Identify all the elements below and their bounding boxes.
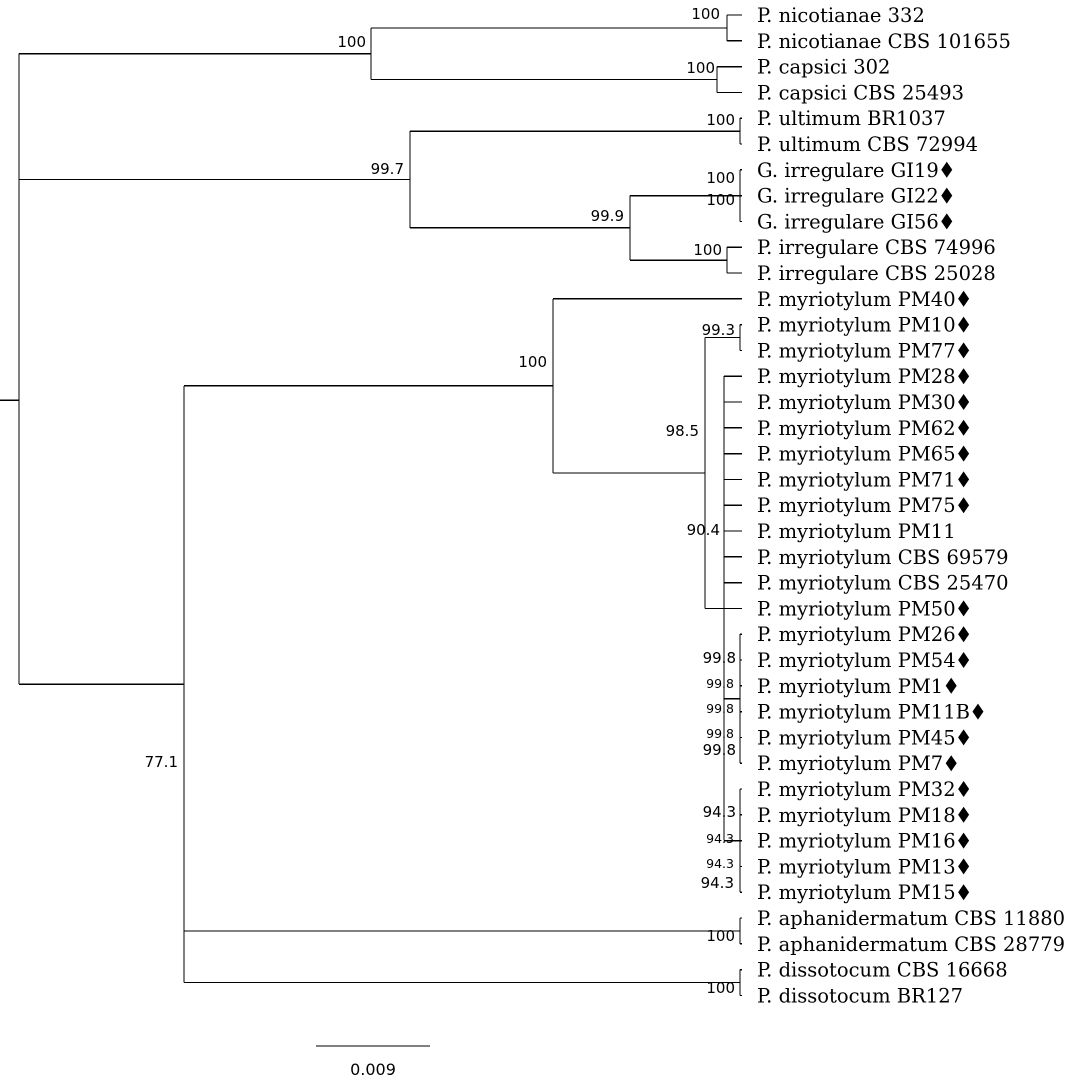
taxon-label: P. myriotylum PM10 xyxy=(757,314,956,337)
taxon-label: P. myriotylum PM75 xyxy=(757,494,956,517)
taxon-label: P. myriotylum PM18 xyxy=(757,804,956,827)
support-value: 99.8 xyxy=(703,649,736,667)
diamond-marker-icon xyxy=(958,316,970,333)
diamond-marker-icon xyxy=(945,755,957,772)
support-value: 100 xyxy=(706,979,735,997)
taxon-label: P. dissotocum BR127 xyxy=(757,984,963,1007)
taxon-label: P. myriotylum PM54 xyxy=(757,649,956,672)
taxon-label: P. myriotylum PM40 xyxy=(757,288,956,311)
taxon-label: P. myriotylum CBS 25470 xyxy=(757,572,1009,595)
taxon-label: P. myriotylum PM32 xyxy=(757,778,956,801)
diamond-marker-icon xyxy=(958,419,970,436)
support-value: 100 xyxy=(686,59,715,77)
taxon-label: P. myriotylum PM11 xyxy=(757,520,956,543)
diamond-marker-icon xyxy=(958,832,970,849)
support-value: 99.8 xyxy=(706,726,734,741)
taxon-label: G. irregulare GI22 xyxy=(757,185,939,208)
diamond-marker-icon xyxy=(958,806,970,823)
support-value: 94.3 xyxy=(706,856,734,871)
support-value: 100 xyxy=(693,241,722,259)
diamond-marker-icon xyxy=(958,471,970,488)
diamond-marker-icon xyxy=(958,368,970,385)
diamond-marker-icon xyxy=(958,497,970,514)
taxon-labels: P. nicotianae 332 P. nicotianae CBS 10165… xyxy=(757,4,1065,1007)
support-value: 100 xyxy=(518,353,547,371)
support-value: 94.3 xyxy=(706,831,734,846)
taxon-label: P. myriotylum PM1 xyxy=(757,675,943,698)
taxon-label: P. myriotylum PM7 xyxy=(757,752,943,775)
diamond-marker-icon xyxy=(941,161,953,178)
taxon-label: P. myriotylum PM45 xyxy=(757,726,956,749)
taxon-label: P. aphanidermatum CBS 28779 xyxy=(757,933,1065,956)
taxon-label: P. myriotylum CBS 69579 xyxy=(757,546,1009,569)
taxon-label: P. dissotocum CBS 16668 xyxy=(757,959,1008,982)
taxon-label: P. nicotianae 332 xyxy=(757,4,925,27)
taxon-label: P. myriotylum PM71 xyxy=(757,468,956,491)
support-value: 99.8 xyxy=(706,701,734,716)
diamond-marker-icon xyxy=(972,703,984,720)
support-value: 100 xyxy=(706,927,735,945)
support-value: 90.4 xyxy=(687,521,720,539)
diamond-marker-icon xyxy=(958,626,970,643)
diamond-marker-icon xyxy=(958,600,970,617)
support-value: 99.7 xyxy=(371,160,404,178)
support-value: 100 xyxy=(691,5,720,23)
diamond-marker-icon xyxy=(958,394,970,410)
taxon-label: P. ultimum CBS 72994 xyxy=(757,133,978,156)
taxon-label: P. myriotylum PM28 xyxy=(757,365,956,388)
support-value: 77.1 xyxy=(145,753,178,771)
diamond-marker-icon xyxy=(958,445,970,462)
taxon-label: P. myriotylum PM30 xyxy=(757,391,956,414)
diamond-marker-icon xyxy=(958,729,970,746)
taxon-label: P. myriotylum PM65 xyxy=(757,443,956,466)
taxon-label: P. myriotylum PM62 xyxy=(757,417,956,440)
diamond-marker-icon xyxy=(941,213,953,230)
taxon-label: P. myriotylum PM13 xyxy=(757,855,956,878)
diamond-marker-icon xyxy=(958,781,970,797)
diamond-marker-icon xyxy=(958,884,970,901)
support-value: 99.9 xyxy=(591,207,624,225)
support-value: 100 xyxy=(706,169,735,187)
support-value: 99.8 xyxy=(703,741,736,759)
taxon-label: P. aphanidermatum CBS 11880 xyxy=(757,907,1065,930)
bootstrap-support-values: 100 100 100 99.7 100 99.9 100 100 100 100 99.3 98.5… xyxy=(145,5,736,997)
diamond-marker-icon xyxy=(958,290,970,307)
support-value: 99.8 xyxy=(706,676,734,691)
tree-branches xyxy=(0,14,742,997)
taxon-label: P. myriotylum PM77 xyxy=(757,339,956,362)
taxon-label: P. irregulare CBS 74996 xyxy=(757,236,996,259)
taxon-label: P. myriotylum PM15 xyxy=(757,881,956,904)
support-value: 94.3 xyxy=(703,803,736,821)
scale-bar-label: 0.009 xyxy=(350,1060,396,1079)
diamond-marker-icon xyxy=(958,858,970,875)
support-value: 99.3 xyxy=(702,321,735,339)
taxon-label: P. capsici 302 xyxy=(757,56,890,79)
support-value: 94.3 xyxy=(701,874,734,892)
diamond-marker-icon xyxy=(958,342,970,359)
diamond-marker-icon xyxy=(941,187,953,204)
taxon-label: P. myriotylum PM26 xyxy=(757,623,956,646)
diamond-marker-icon xyxy=(945,677,957,694)
taxon-label: P. nicotianae CBS 101655 xyxy=(757,30,1011,53)
taxon-label: P. myriotylum PM50 xyxy=(757,597,956,620)
taxon-label: G. irregulare GI19 xyxy=(757,159,939,182)
diamond-marker-icon xyxy=(958,652,970,668)
taxon-label: P. irregulare CBS 25028 xyxy=(757,262,996,285)
taxon-label: P. capsici CBS 25493 xyxy=(757,81,964,104)
support-value: 100 xyxy=(337,33,366,51)
taxon-label: G. irregulare GI56 xyxy=(757,210,939,233)
taxon-label: P. ultimum BR1037 xyxy=(757,107,946,130)
scale-bar: 0.009 xyxy=(316,1045,430,1079)
support-value: 100 xyxy=(706,111,735,129)
taxon-label: P. myriotylum PM16 xyxy=(757,830,956,853)
taxon-label: P. myriotylum PM11B xyxy=(757,701,970,724)
support-value: 98.5 xyxy=(666,422,699,440)
support-value: 100 xyxy=(706,191,735,209)
